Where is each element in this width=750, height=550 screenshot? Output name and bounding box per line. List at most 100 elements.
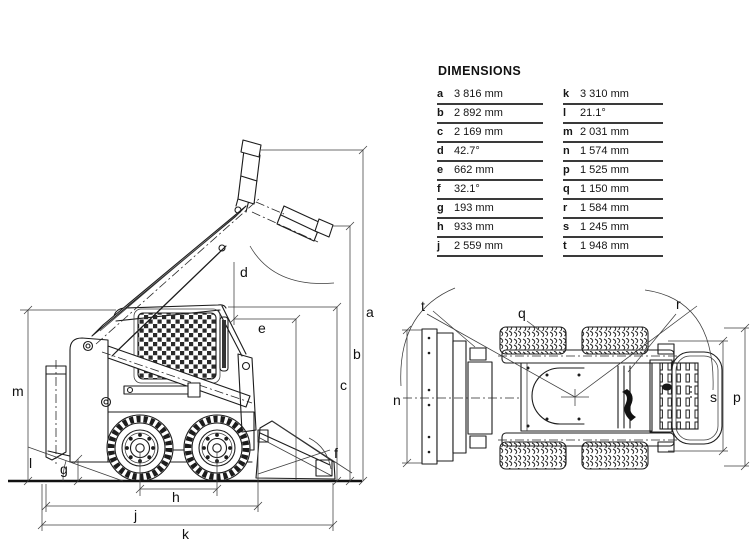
dim-label-s: s bbox=[710, 389, 717, 405]
top-labels: n p q r s t bbox=[393, 296, 741, 408]
dimension-value: 1 574 mm bbox=[580, 145, 629, 157]
dimension-value: 21.1° bbox=[580, 107, 606, 119]
dim-label-q: q bbox=[518, 305, 526, 321]
dimension-row: r 1 584 mm bbox=[563, 200, 663, 219]
dimension-row: c 2 169 mm bbox=[437, 124, 543, 143]
dimension-letter: n bbox=[563, 145, 570, 157]
dim-label-b: b bbox=[353, 346, 361, 362]
dimension-row: d 42.7° bbox=[437, 143, 543, 162]
dimension-value: 2 031 mm bbox=[580, 126, 629, 138]
dim-label-f: f bbox=[334, 445, 338, 461]
dimension-row: e 662 mm bbox=[437, 162, 543, 181]
dimension-letter: p bbox=[563, 164, 570, 176]
dimension-letter: a bbox=[437, 88, 444, 100]
dimension-value: 3 816 mm bbox=[454, 88, 503, 100]
boom-lowered bbox=[101, 345, 253, 408]
dimension-row: n 1 574 mm bbox=[563, 143, 663, 162]
dimension-value: 32.1° bbox=[454, 183, 480, 195]
dimension-value: 193 mm bbox=[454, 202, 494, 214]
dimension-row: b 2 892 mm bbox=[437, 105, 543, 124]
dimension-value: 1 150 mm bbox=[580, 183, 629, 195]
dimension-value: 1 525 mm bbox=[580, 164, 629, 176]
dimension-value: 933 mm bbox=[454, 221, 494, 233]
dimension-value: 2 169 mm bbox=[454, 126, 503, 138]
top-view: n p q r s t bbox=[393, 287, 750, 471]
dimensions-columns: a 3 816 mm b 2 892 mm c 2 169 mm d 42.7° e 662 mm… bbox=[437, 86, 685, 257]
dimension-value: 1 245 mm bbox=[580, 221, 629, 233]
dim-label-l: l bbox=[29, 455, 32, 471]
dimension-letter: e bbox=[437, 164, 444, 176]
body-top bbox=[426, 305, 698, 432]
dimension-row: k 3 310 mm bbox=[563, 86, 663, 105]
dimension-row: g 193 mm bbox=[437, 200, 543, 219]
dim-label-d: d bbox=[240, 264, 248, 280]
side-labels: a b c d e f g h j k l m bbox=[12, 264, 374, 542]
dim-label-g: g bbox=[60, 461, 68, 477]
dimension-value: 2 559 mm bbox=[454, 240, 503, 252]
dim-label-k: k bbox=[182, 526, 190, 542]
dimension-row: l 21.1° bbox=[563, 105, 663, 124]
dim-label-t: t bbox=[421, 298, 425, 314]
dimension-value: 42.7° bbox=[454, 145, 480, 157]
dimensions-column-right: k 3 310 mm l 21.1° m 2 031 mm n 1 574 mm p 1 525 … bbox=[563, 86, 663, 257]
dimension-letter: k bbox=[563, 88, 570, 100]
dimension-letter: t bbox=[563, 240, 567, 252]
dimension-row: p 1 525 mm bbox=[563, 162, 663, 181]
side-view: a b c d e f g h j k l m bbox=[8, 139, 374, 542]
attach-plate-dumped bbox=[251, 201, 334, 243]
dimension-value: 3 310 mm bbox=[580, 88, 629, 100]
dimension-value: 1 948 mm bbox=[580, 240, 629, 252]
dimension-row: j 2 559 mm bbox=[437, 238, 543, 257]
dimension-row: t 1 948 mm bbox=[563, 238, 663, 257]
dimension-letter: r bbox=[563, 202, 568, 214]
engine-deck bbox=[649, 351, 723, 445]
dim-label-m: m bbox=[12, 383, 24, 399]
dim-label-c: c bbox=[340, 377, 347, 393]
dim-label-e: e bbox=[258, 320, 266, 336]
dim-label-j: j bbox=[133, 507, 137, 523]
dimension-row: m 2 031 mm bbox=[563, 124, 663, 143]
dimensions-column-left: a 3 816 mm b 2 892 mm c 2 169 mm d 42.7° e 662 mm… bbox=[437, 86, 543, 257]
boom-raised bbox=[91, 183, 261, 357]
dimension-value: 2 892 mm bbox=[454, 107, 503, 119]
rear-counterweight bbox=[45, 360, 67, 464]
dimension-letter: j bbox=[437, 240, 441, 252]
dimension-letter: g bbox=[437, 202, 444, 214]
dim-label-n: n bbox=[393, 392, 401, 408]
dimension-letter: d bbox=[437, 145, 444, 157]
dimension-letter: b bbox=[437, 107, 444, 119]
dimension-row: s 1 245 mm bbox=[563, 219, 663, 238]
bucket-top bbox=[403, 328, 527, 465]
dimension-row: f 32.1° bbox=[437, 181, 543, 200]
dimension-row: a 3 816 mm bbox=[437, 86, 543, 105]
side-dimensions bbox=[20, 145, 368, 531]
tires-top bbox=[499, 326, 649, 470]
dimension-letter: c bbox=[437, 126, 444, 138]
attach-plate-carry bbox=[237, 139, 262, 205]
dimension-letter: s bbox=[563, 221, 570, 233]
dimension-row: h 933 mm bbox=[437, 219, 543, 238]
dimension-letter: q bbox=[563, 183, 570, 195]
dimension-letter: l bbox=[563, 107, 567, 119]
rear-grille bbox=[659, 362, 699, 430]
bucket-side bbox=[255, 420, 336, 480]
control-lever bbox=[622, 389, 636, 421]
rear-tower bbox=[69, 337, 112, 463]
dim-label-r: r bbox=[676, 296, 681, 312]
front-hinge bbox=[237, 353, 257, 433]
dim-label-p: p bbox=[733, 389, 741, 405]
dimension-row: q 1 150 mm bbox=[563, 181, 663, 200]
dimension-letter: f bbox=[437, 183, 441, 195]
top-dimensions bbox=[400, 287, 750, 471]
cab-side-slot bbox=[219, 316, 229, 372]
dimension-value: 662 mm bbox=[454, 164, 494, 176]
dim-label-h: h bbox=[172, 489, 180, 505]
dim-label-a: a bbox=[366, 304, 374, 320]
dimension-letter: m bbox=[563, 126, 573, 138]
dimension-value: 1 584 mm bbox=[580, 202, 629, 214]
rear-bumper bbox=[671, 351, 723, 445]
dimension-letter: h bbox=[437, 221, 444, 233]
